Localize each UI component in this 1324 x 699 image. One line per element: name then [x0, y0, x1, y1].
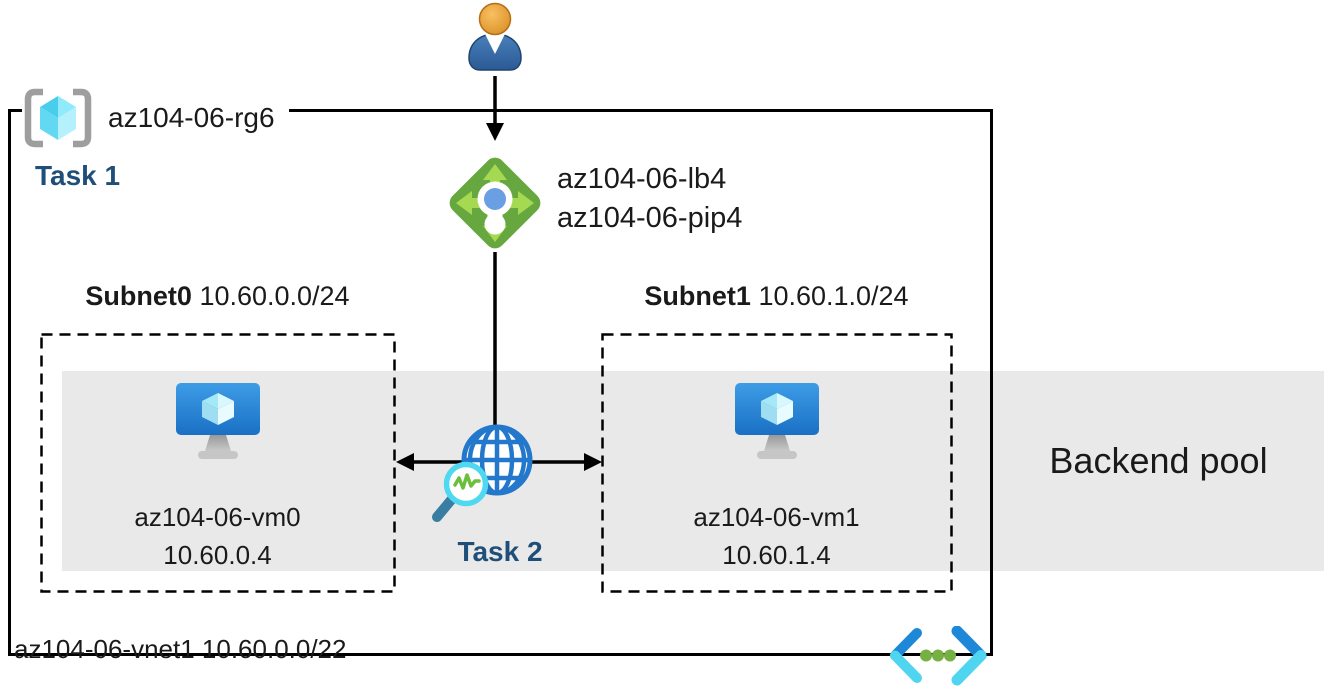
vm1-label: az104-06-vm1 10.60.1.4	[601, 498, 952, 574]
load-balancer-labels: az104-06-lb4 az104-06-pip4	[557, 160, 742, 238]
subnet0-name: Subnet0	[85, 281, 192, 311]
subnet1-label: Subnet1 10.60.1.0/24	[601, 281, 952, 312]
vm1-name: az104-06-vm1	[693, 502, 860, 532]
subnet0-cidr: 10.60.0.0/24	[199, 281, 350, 311]
subnet1-name: Subnet1	[644, 281, 751, 311]
vm0-name: az104-06-vm0	[134, 502, 301, 532]
resource-group-legend: az104-06-rg6	[22, 84, 289, 152]
subnet1-cidr: 10.60.1.0/24	[758, 281, 909, 311]
vnet-label: az104-06-vnet1 10.60.0.0/22	[14, 634, 347, 664]
load-balancer-diamond-icon	[449, 157, 541, 249]
subnet1-box	[601, 333, 953, 593]
task1-label: Task 1	[35, 160, 121, 191]
user-to-lb-arrowhead	[486, 123, 504, 141]
task2-label: Task 2	[457, 536, 543, 567]
backend-pool-band	[62, 371, 1324, 571]
user-person-icon	[468, 2, 522, 71]
globe-magnifier-probe-icon	[432, 424, 533, 522]
resource-group-brackets-cube-icon	[24, 88, 92, 148]
resource-group-name: az104-06-rg6	[108, 102, 275, 133]
subnet0-label: Subnet0 10.60.0.0/24	[40, 281, 395, 312]
left-arrowhead	[396, 453, 414, 471]
public-ip-name: az104-06-pip4	[557, 202, 743, 234]
vm-monitor-cube-icon	[176, 383, 260, 459]
vm0-ip: 10.60.0.4	[163, 540, 272, 570]
vm-monitor-cube-icon	[735, 383, 819, 459]
vnet-chevron-dots-icon	[890, 626, 987, 686]
vm1-ip: 10.60.1.4	[722, 540, 831, 570]
backend-pool-label: Backend pool	[1049, 440, 1268, 481]
vm0-label: az104-06-vm0 10.60.0.4	[40, 498, 395, 574]
right-arrowhead	[584, 453, 602, 471]
load-balancer-name: az104-06-lb4	[557, 163, 727, 195]
resource-group-box	[8, 109, 993, 656]
